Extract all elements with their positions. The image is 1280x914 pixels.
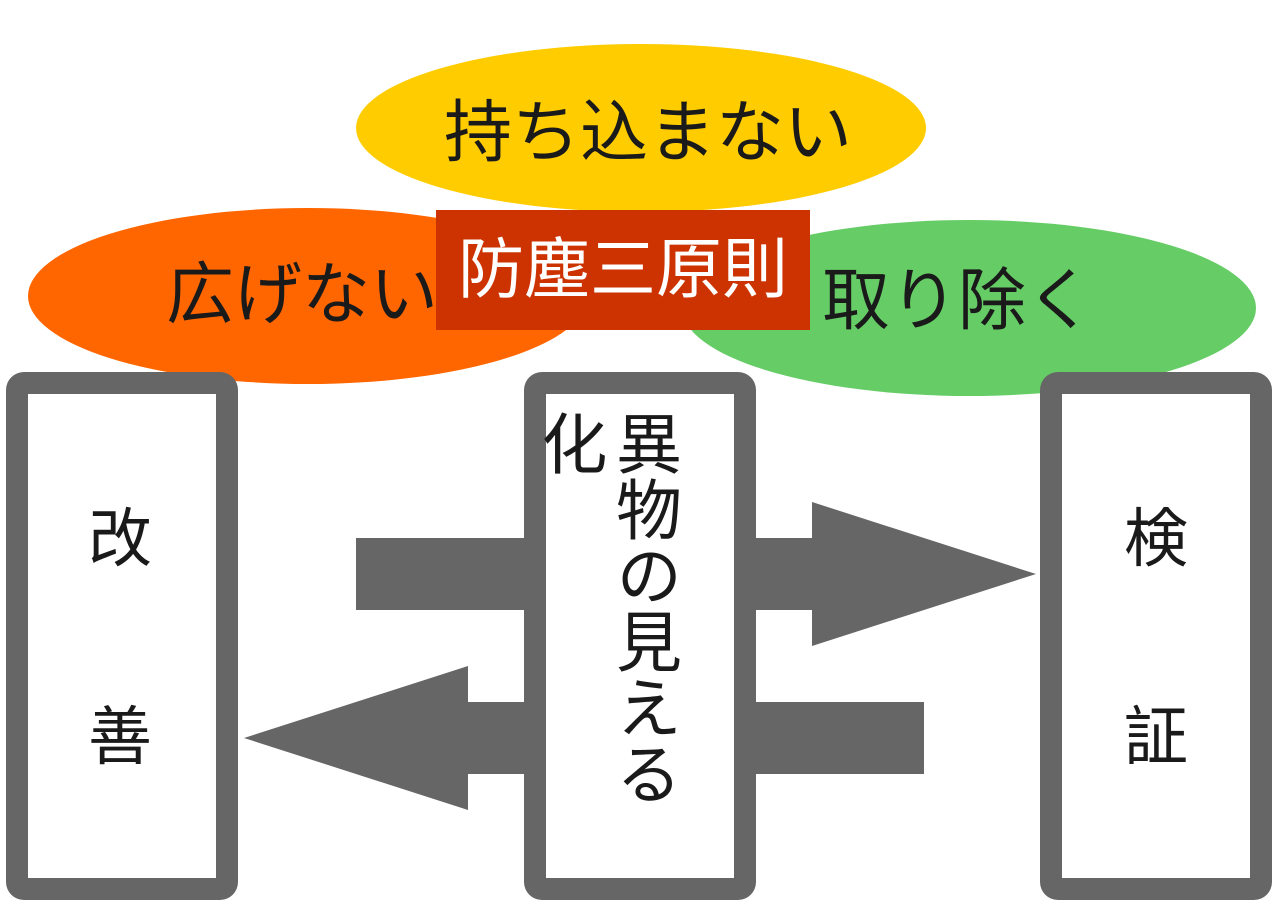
improvement-char-1: 改 [88, 503, 152, 577]
center-title-box: 防塵三原則 [436, 210, 810, 330]
principle-label-left: 広げない [166, 256, 439, 335]
verification-char-1: 検 [1124, 503, 1188, 577]
visualization-label: 異物の見える化 [530, 410, 682, 806]
improvement-box [6, 372, 238, 900]
principle-ellipse-top [356, 44, 926, 212]
visualization-box [524, 372, 756, 900]
verification-box [1040, 372, 1272, 900]
verification-char-2: 証 [1124, 701, 1188, 775]
principle-label-right: 取り除く [822, 262, 1095, 341]
center-title: 防塵三原則 [458, 231, 788, 308]
improvement-char-2: 善 [88, 701, 152, 775]
principle-label-top: 持ち込まない [444, 94, 853, 173]
